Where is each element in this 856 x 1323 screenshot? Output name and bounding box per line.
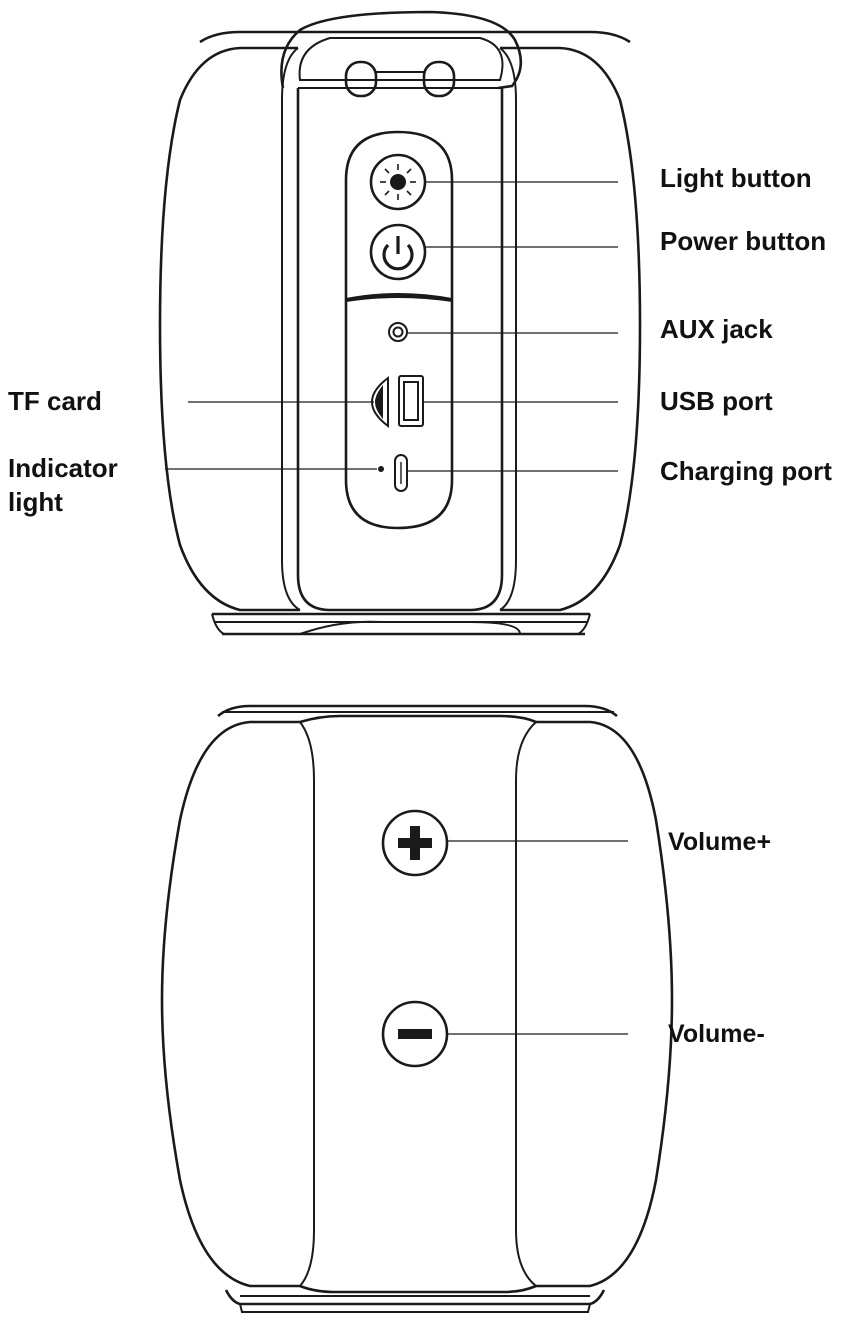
back-left-bumper-edge xyxy=(299,721,315,1287)
sun-icon xyxy=(390,174,406,190)
handle-outer xyxy=(280,10,523,90)
charging-port[interactable] xyxy=(394,454,408,492)
usb-port[interactable] xyxy=(398,375,424,427)
label-aux-jack: AUX jack xyxy=(660,314,773,344)
top-leader-lines xyxy=(165,181,618,472)
label-usb-port: USB port xyxy=(660,386,773,416)
back-panel-top xyxy=(299,714,537,724)
usb-port-outer xyxy=(398,375,424,427)
right-bumper-edge xyxy=(499,47,517,611)
back-base xyxy=(224,1289,606,1306)
label-tf-card: TF card xyxy=(8,386,102,416)
base-left-curve xyxy=(211,613,225,635)
minus-icon xyxy=(398,1029,432,1039)
aux-jack[interactable] xyxy=(388,322,408,342)
volume-down-button[interactable] xyxy=(381,1000,449,1068)
indicator-light xyxy=(378,466,384,472)
volume-up-ring xyxy=(381,809,449,877)
handle-mount-left xyxy=(344,60,378,98)
base-right-curve xyxy=(577,613,591,635)
left-bumper-edge xyxy=(281,47,301,611)
aux-jack-inner xyxy=(392,326,404,338)
body-panel xyxy=(296,88,504,612)
separator-groove xyxy=(346,293,452,302)
sun-rays xyxy=(380,164,416,200)
volume-up-button[interactable] xyxy=(381,809,449,877)
left-bumper xyxy=(158,46,300,612)
back-right-bumper-edge xyxy=(515,721,537,1287)
control-strip xyxy=(344,130,454,530)
back-top-cap xyxy=(217,704,618,718)
handle-inner xyxy=(298,37,504,81)
top-cap xyxy=(199,30,631,44)
power-icon xyxy=(382,243,414,271)
speaker-back-view xyxy=(160,704,674,1313)
base-foot xyxy=(299,620,521,635)
label-charging-port: Charging port xyxy=(660,456,832,486)
tf-card-slot[interactable] xyxy=(370,375,389,429)
back-right-bumper xyxy=(536,720,674,1288)
label-light-button: Light button xyxy=(660,163,812,193)
label-volume-down: Volume- xyxy=(668,1020,765,1048)
label-indicator-line1: Indicator xyxy=(8,453,118,483)
right-bumper xyxy=(500,46,642,612)
power-button[interactable] xyxy=(369,223,427,281)
aux-jack-outer xyxy=(388,322,408,342)
label-power-button: Power button xyxy=(660,226,826,256)
label-volume-up: Volume+ xyxy=(668,828,771,856)
charging-port-outer xyxy=(394,454,408,492)
back-panel-bottom xyxy=(299,1284,537,1294)
speaker-front-view xyxy=(158,10,642,636)
usb-port-inner xyxy=(403,381,419,421)
plus-icon xyxy=(398,838,432,848)
light-button[interactable] xyxy=(369,153,427,211)
power-button-ring xyxy=(369,223,427,281)
tf-card-slot-fill xyxy=(375,385,383,419)
label-indicator-line2: light xyxy=(8,487,63,517)
back-left-bumper xyxy=(160,720,300,1288)
back-base-foot xyxy=(239,1303,591,1313)
handle-mount-right xyxy=(422,60,456,98)
